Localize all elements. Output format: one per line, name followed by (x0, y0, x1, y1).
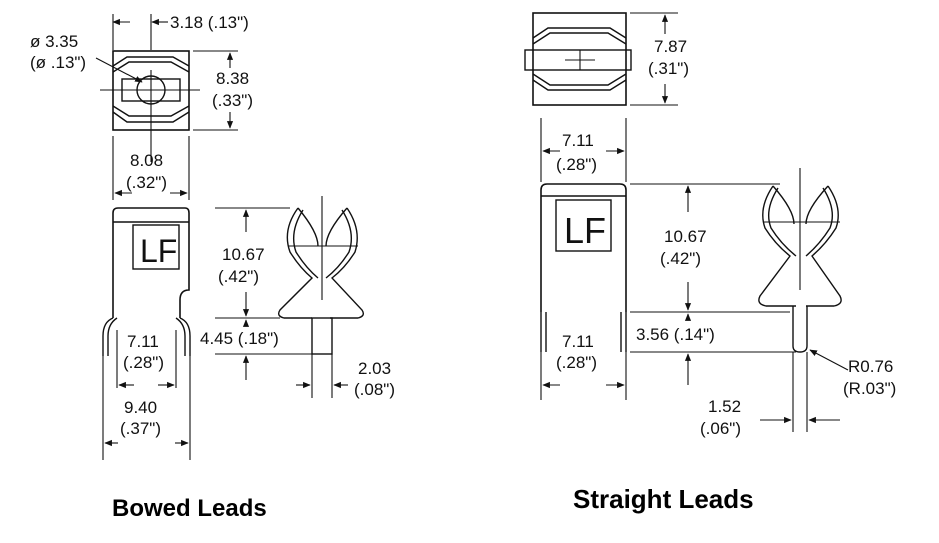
straight-top-height-label: 7.87 (654, 37, 687, 56)
bowed-lead-width-dimension: 2.03 (.08") (296, 359, 395, 399)
bowed-side-view (277, 196, 365, 398)
bowed-outer-width-dimension: 9.40 (.37") (104, 398, 189, 447)
straight-top-width-label: 7.11 (562, 131, 594, 150)
straight-lead-spacing-label: 7.11 (562, 332, 594, 351)
bowed-top-upper-flange (112, 56, 190, 67)
bowed-body-height-label: 10.67 (222, 245, 265, 264)
bowed-top-upper-flange-inner (112, 61, 190, 73)
straight-title: Straight Leads (573, 484, 754, 514)
straight-front-outline (540, 183, 627, 312)
bowed-right-lead (179, 317, 191, 356)
bowed-title: Bowed Leads (112, 495, 267, 522)
bowed-inner-width-in-label: (.28") (123, 353, 164, 372)
straight-side-view (758, 168, 842, 432)
bowed-lead-width-label: 2.03 (358, 359, 391, 378)
bowed-body-height-in-label: (.42") (218, 267, 259, 286)
straight-lead-spacing-dimension: 7.11 (.28") (542, 332, 625, 389)
straight-lead-length-label: 3.56 (.14") (636, 325, 715, 344)
straight-top-outline (532, 12, 627, 106)
bowed-front-outline (112, 207, 190, 318)
bowed-top-width-label: 8.08 (130, 151, 163, 170)
bowed-top-width-dimension: 8.08 (.32") (112, 136, 190, 200)
bowed-hole-dia-in-label: (ø .13") (30, 53, 86, 72)
bowed-left-lead (102, 317, 114, 356)
bowed-slot-label: 3.18 (.13") (170, 13, 249, 32)
bowed-top-lower-flange (112, 111, 190, 123)
bowed-top-height-dimension: 8.38 (.33") (193, 50, 253, 131)
straight-lead-length-dimension: 3.56 (.14") (630, 313, 796, 385)
straight-radius-label: R0.76 (848, 357, 893, 376)
bowed-lead-length-label: 4.45 (.18") (200, 329, 279, 348)
straight-body-height-in-label: (.42") (660, 249, 701, 268)
bowed-top-height-in-label: (.33") (212, 91, 253, 110)
straight-side-lead (792, 306, 808, 353)
bowed-inner-width-dimension: 7.11 (.28") (118, 332, 175, 389)
bowed-slot-dimension: 3.18 (.13") (112, 13, 249, 50)
bowed-top-view (100, 50, 200, 162)
bowed-body-height-dimension: 10.67 (.42") (215, 207, 290, 319)
straight-top-height-in-label: (.31") (648, 59, 689, 78)
straight-logo: LF (564, 210, 606, 251)
straight-top-view (524, 12, 632, 106)
bowed-lead-width-in-label: (.08") (354, 380, 395, 399)
bowed-outer-width-label: 9.40 (124, 398, 157, 417)
bowed-inner-width-label: 7.11 (127, 332, 159, 351)
straight-body-height-dimension: 10.67 (.42") (630, 183, 790, 313)
straight-lead-width-dimension: 1.52 (.06") (700, 397, 840, 438)
bowed-hole-dia-label: ø 3.35 (30, 32, 78, 51)
bowed-lead-length-dimension: 4.45 (.18") (200, 319, 312, 380)
straight-lead-spacing-in-label: (.28") (556, 353, 597, 372)
bowed-outer-width-in-label: (.37") (120, 419, 161, 438)
bowed-logo: LF (140, 233, 177, 269)
bowed-front-view: LF (102, 207, 191, 460)
straight-top-height-dimension: 7.87 (.31") (630, 12, 689, 106)
bowed-side-lead (311, 317, 333, 355)
straight-top-width-in-label: (.28") (556, 155, 597, 174)
straight-lead-width-in-label: (.06") (700, 419, 741, 438)
straight-lead-width-label: 1.52 (708, 397, 741, 416)
straight-top-slot (524, 49, 632, 71)
straight-logo-box (555, 199, 612, 252)
bowed-hole-dimension: ø 3.35 (ø .13") (30, 32, 143, 83)
straight-radius-in-label: (R.03") (843, 379, 896, 398)
straight-radius-dimension: R0.76 (R.03") (809, 349, 896, 398)
bowed-top-height-label: 8.38 (216, 69, 249, 88)
straight-body-height-label: 10.67 (664, 227, 707, 246)
bowed-top-width-in-label: (.32") (126, 173, 167, 192)
straight-front-view: LF (540, 183, 627, 400)
bowed-logo-box (132, 224, 180, 270)
straight-top-width-dimension: 7.11 (.28") (540, 118, 627, 182)
bowed-top-lower-flange-inner (112, 105, 190, 117)
